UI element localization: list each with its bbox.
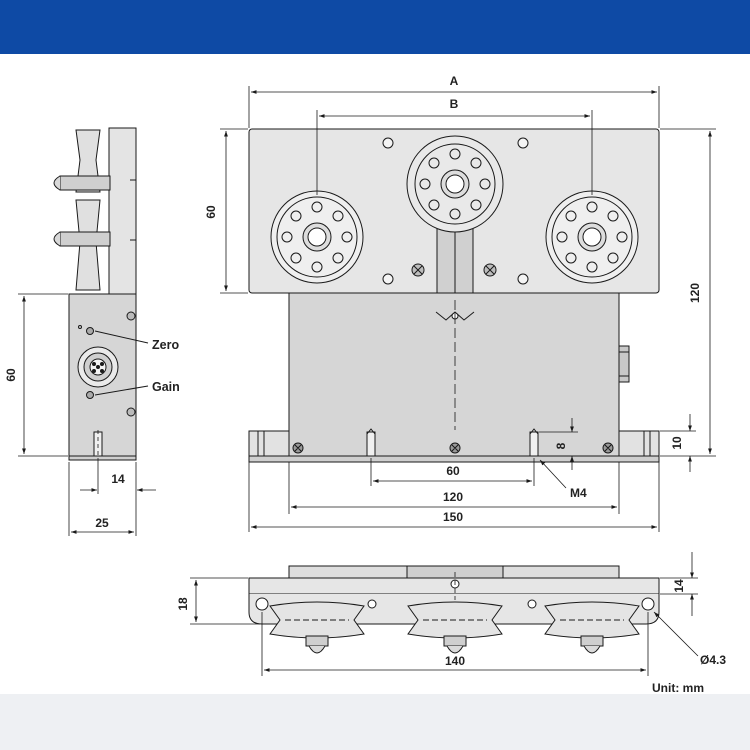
- dim-total-height: 120: [688, 283, 702, 303]
- base-plate: [248, 455, 660, 463]
- header-bar: [0, 0, 750, 54]
- dim-a: A: [450, 74, 459, 88]
- bottom-dimensions: [190, 552, 699, 676]
- zero-label: Zero: [152, 338, 179, 352]
- thread-slots: [366, 428, 539, 457]
- left-foot: [248, 430, 290, 457]
- dim-plate-thickness: 14: [672, 579, 686, 593]
- dim-slot-height: 8: [554, 442, 568, 449]
- side-connector: [618, 345, 630, 383]
- dim-foot-height: 10: [670, 436, 684, 450]
- zero-trimmer-icon: [86, 327, 94, 335]
- dim-side-width: 25: [95, 516, 109, 530]
- dim-hole-diameter: Ø4.3: [700, 653, 726, 667]
- front-dimension-labels: A B 60 120 10 8 60 120 150 M4: [204, 74, 702, 524]
- footer-band: [0, 694, 750, 750]
- dim-b: B: [450, 97, 459, 111]
- thread-label: M4: [570, 486, 587, 500]
- dim-side-offset: 14: [111, 472, 125, 486]
- front-dimensions: [220, 86, 716, 532]
- body-screws: [292, 442, 614, 454]
- dim-slot-spacing: 60: [446, 464, 460, 478]
- dim-base-width: 150: [443, 510, 463, 524]
- gain-trimmer-icon: [86, 391, 94, 399]
- dim-bottom-height: 18: [176, 597, 190, 611]
- mount-hole-right: [641, 597, 655, 611]
- roller-left: [270, 190, 364, 284]
- side-plate: [108, 127, 137, 295]
- dim-body-width: 120: [443, 490, 463, 504]
- plate-screws: [382, 137, 529, 285]
- side-labels: Zero Gain 60 14 25: [4, 338, 180, 530]
- right-foot: [618, 430, 660, 457]
- rope-symbol: [435, 311, 475, 321]
- bottom-view: [248, 565, 660, 654]
- bottom-dimension-labels: 18 14 140 Ø4.3: [176, 579, 726, 668]
- side-view: [53, 127, 149, 462]
- dim-side-height: 60: [4, 368, 18, 382]
- roller-center: [406, 135, 504, 233]
- side-dimensions: [18, 293, 156, 536]
- unit-label: Unit: mm: [652, 681, 704, 695]
- dim-hole-spacing: 140: [445, 654, 465, 668]
- dim-plate-height: 60: [204, 205, 218, 219]
- mount-hole-left: [255, 597, 269, 611]
- roller-right: [545, 190, 639, 284]
- gain-label: Gain: [152, 380, 180, 394]
